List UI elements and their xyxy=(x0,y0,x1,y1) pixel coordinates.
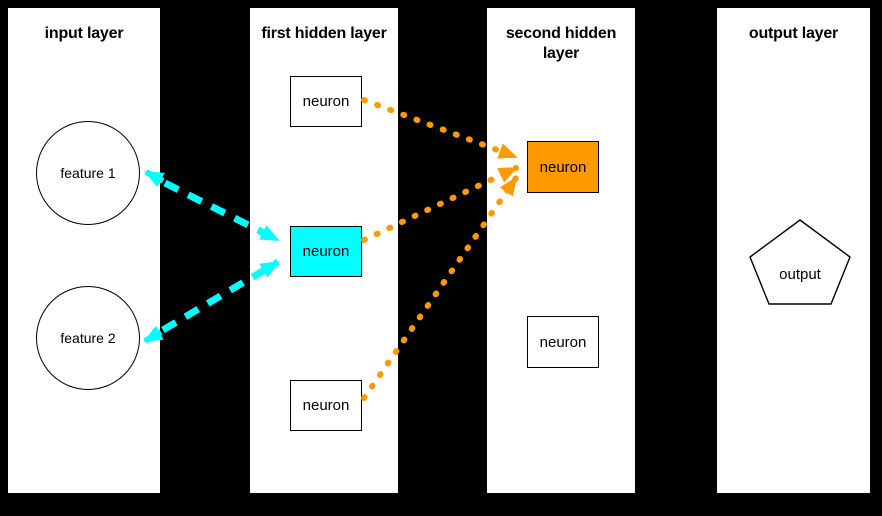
layer-title-output: output layer xyxy=(748,25,839,42)
node-hidden2-neuron-bottom-label: neuron xyxy=(539,333,587,351)
node-hidden1-neuron-top[interactable]: neuron xyxy=(290,76,362,127)
node-feature-1-label: feature 1 xyxy=(60,165,116,181)
layer-panel-second-hidden: second hidden layer xyxy=(487,8,635,493)
layer-title-input: input layer xyxy=(44,25,124,42)
node-hidden1-neuron-bottom[interactable]: neuron xyxy=(290,380,362,431)
layer-title-first-hidden: first hidden layer xyxy=(261,25,387,42)
node-output[interactable]: output xyxy=(748,218,852,306)
node-feature-2-label: feature 2 xyxy=(60,330,116,346)
node-hidden2-neuron-bottom[interactable]: neuron xyxy=(527,316,599,368)
node-hidden1-neuron-bottom-label: neuron xyxy=(302,397,350,414)
pentagon-shape xyxy=(749,219,851,305)
node-hidden1-neuron-middle[interactable]: neuron xyxy=(290,226,362,277)
node-feature-2[interactable]: feature 2 xyxy=(36,286,140,390)
node-hidden2-neuron-top-label: neuron xyxy=(539,158,587,176)
node-feature-1[interactable]: feature 1 xyxy=(36,121,140,225)
node-hidden1-neuron-middle-label: neuron xyxy=(302,243,350,260)
node-hidden2-neuron-top[interactable]: neuron xyxy=(527,141,599,193)
layer-title-second-hidden: second hidden layer xyxy=(505,25,617,62)
node-hidden1-neuron-top-label: neuron xyxy=(302,93,350,110)
layer-panel-input: input layer xyxy=(8,8,160,493)
